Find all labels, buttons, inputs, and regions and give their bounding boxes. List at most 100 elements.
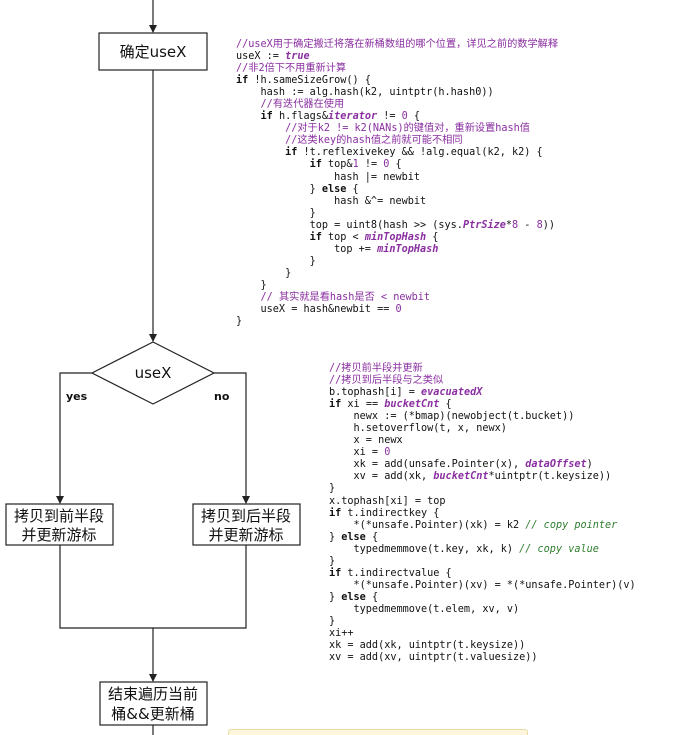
code-token: newx := (*bmap)(newobject(t.bucket)): [329, 411, 575, 423]
code-token: ): [586, 459, 593, 471]
code-token: !=: [358, 159, 384, 171]
code-token: //对于k2 != k2(NANs)的键值对，重新设置hash值: [285, 123, 530, 135]
code-line: top += minTopHash: [236, 244, 558, 256]
code-token: [236, 292, 261, 303]
code-token: !h.sameSizeGrow() {: [248, 75, 371, 87]
code-token: //拷贝到后半段与之类似: [329, 375, 444, 387]
finish-label-line2: 桶&&更新桶: [111, 705, 194, 723]
code-token: else: [341, 591, 366, 603]
code-line: // 其实就是看hash是否 < newbit: [236, 292, 558, 304]
code-line: }: [236, 268, 558, 280]
code-token: if: [329, 567, 342, 579]
code-line: } else {: [236, 184, 558, 196]
code-line: hash |= newbit: [236, 172, 558, 184]
code-token: {: [426, 231, 439, 243]
code-line: typedmemmove(t.elem, xv, v): [329, 604, 636, 616]
code-token: [236, 159, 310, 170]
code-line: if t.indirectkey {: [329, 508, 636, 520]
copy-back-box: [192, 503, 301, 546]
code-token: h.flags&: [272, 111, 329, 123]
code-line: }: [236, 280, 558, 292]
code-token: 1: [352, 159, 359, 171]
code-line: //这类key的hash值之前就可能不相同: [236, 135, 558, 147]
edge-label-no: no: [214, 390, 230, 403]
code-line: xv = add(xv, uintptr(t.valuesize)): [329, 652, 636, 664]
code-line: xk = add(unsafe.Pointer(x), dataOffset): [329, 459, 636, 471]
code-token: if: [285, 147, 298, 159]
code-token: b.tophash[i] =: [329, 387, 422, 399]
code-token: if: [309, 231, 322, 243]
code-line: hash &^= newbit: [236, 196, 558, 208]
code-token: iterator: [328, 111, 378, 123]
code-line: typedmemmove(t.key, xk, k) // copy value: [329, 544, 636, 556]
code-token: //这类key的hash值之前就可能不相同: [285, 135, 463, 147]
finish-label-line1: 结束遍历当前: [108, 685, 198, 703]
edge-decision-yes: [56, 372, 92, 504]
code-token: minTopHash: [377, 243, 439, 255]
code-line: x.tophash[xi] = top: [329, 496, 636, 508]
code-line: x = newx: [329, 435, 636, 447]
code-line: xi = 0: [329, 447, 636, 459]
code-token: [236, 123, 285, 134]
code-token: //拷贝前半段并更新: [329, 363, 423, 374]
code-line: }: [236, 208, 558, 220]
code-token: {: [346, 183, 359, 195]
code-token: }: [236, 267, 292, 279]
code-line: if top < minTopHash {: [236, 232, 558, 244]
code-token: x = newx: [329, 435, 403, 447]
code-token: [236, 135, 285, 146]
code-token: xv = add(xk,: [329, 471, 434, 483]
code-token: hash := alg.hash(k2, uintptr(h.hash0)): [236, 87, 494, 99]
code-token: 0: [401, 111, 408, 123]
note-box: [228, 729, 528, 735]
code-token: //有迭代器在使用: [260, 99, 345, 111]
code-token: }: [329, 483, 336, 495]
code-line: useX := true: [236, 51, 558, 63]
code-token: }: [236, 279, 267, 291]
code-line: if h.flags&iterator != 0 {: [236, 111, 558, 123]
determine-usex-box: [98, 32, 208, 71]
code-token: {: [439, 399, 452, 411]
code-token: if: [309, 159, 322, 171]
code-token: 8: [512, 219, 519, 231]
code-token: xk = add(unsafe.Pointer(x),: [329, 459, 526, 471]
code-token: *(*unsafe.Pointer)(xv) = *(*unsafe.Point…: [329, 579, 636, 591]
copy-front-label-line2: 并更新游标: [21, 526, 96, 544]
code-token: xi =: [329, 447, 385, 459]
code-token: }: [329, 555, 336, 567]
code-line: b.tophash[i] = evacuatedX: [329, 387, 636, 399]
code-line: if top&1 != 0 {: [236, 159, 558, 171]
code-token: 8: [536, 219, 543, 231]
code-line: if t.indirectvalue {: [329, 568, 636, 580]
code-token: if: [329, 399, 342, 411]
code-token: 0: [383, 159, 390, 171]
code-token: evacuatedX: [421, 387, 483, 399]
determine-usex-label: 确定useX: [120, 43, 187, 61]
code-line: //拷贝到后半段与之类似: [329, 375, 636, 387]
code-token: {: [407, 111, 421, 123]
code-token: // copy value: [519, 543, 599, 555]
code-token: bucketCnt: [384, 399, 440, 411]
code-line: //有迭代器在使用: [236, 99, 558, 111]
code-token: !t.reflexivekey && !alg.equal(k2, k2) {: [297, 147, 543, 159]
code-token: [236, 232, 310, 243]
code-token: }: [329, 615, 336, 627]
code-token: top&: [321, 159, 353, 171]
code-token: *uintptr(t.keysize)): [488, 471, 612, 483]
code-token: bucketCnt: [433, 471, 489, 483]
code-token: //useX用于确定搬迁将落在新桶数组的哪个位置，详见之前的数学解释: [236, 39, 559, 50]
code-line: if !t.reflexivekey && !alg.equal(k2, k2)…: [236, 147, 558, 159]
code-line: if xi == bucketCnt {: [329, 399, 636, 411]
code-line: //非2倍下不用重新计算: [236, 63, 558, 75]
code-token: useX = hash&newbit ==: [236, 304, 396, 316]
code-line: }: [329, 483, 636, 495]
code-token: }: [236, 255, 316, 267]
code-token: 0: [395, 304, 402, 316]
code-token: [236, 147, 285, 158]
code-token: else: [321, 183, 347, 195]
code-line: *(*unsafe.Pointer)(xk) = k2 // copy poin…: [329, 520, 636, 532]
code-token: if: [260, 111, 273, 123]
code-line: }: [329, 556, 636, 568]
